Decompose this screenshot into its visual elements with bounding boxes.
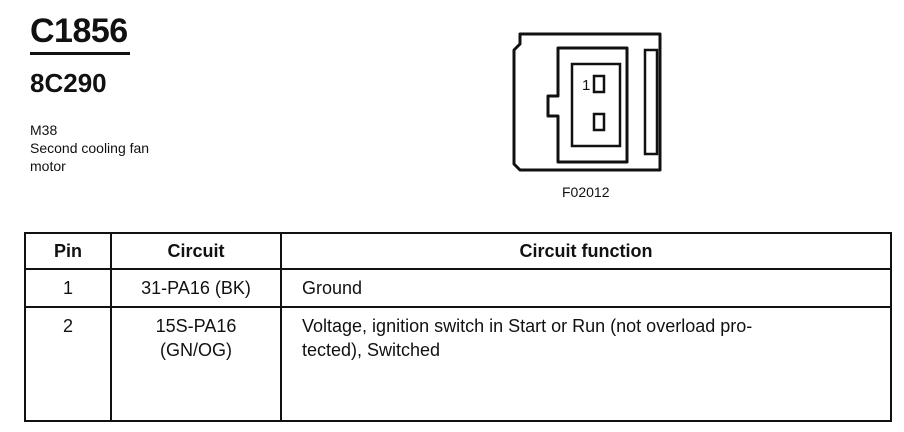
pin-number: 1 — [24, 268, 112, 308]
circuit-line: (GN/OG) — [160, 340, 232, 360]
table-row: 2 15S-PA16 (GN/OG) Voltage, ignition swi… — [24, 306, 892, 422]
header-circuit: Circuit — [110, 232, 282, 270]
connector-latch-rail — [643, 48, 659, 156]
connector-id-underline — [30, 52, 130, 55]
pin-table: Pin Circuit Circuit function 1 31-PA16 (… — [24, 232, 892, 422]
pin-number: 2 — [24, 306, 112, 422]
connector-diagram: 1 — [500, 28, 680, 178]
circuit-function: Ground — [280, 268, 892, 308]
table-header-row: Pin Circuit Circuit function — [24, 232, 892, 270]
description-line-2: motor — [30, 158, 66, 174]
part-number: 8C290 — [30, 68, 107, 98]
location-code: M38 — [30, 122, 58, 138]
function-line: Voltage, ignition switch in Start or Run… — [302, 316, 753, 336]
circuit-line: 15S-PA16 — [155, 316, 237, 336]
table-row: 1 31-PA16 (BK) Ground — [24, 268, 892, 308]
function-line: Ground — [302, 278, 363, 298]
pin-1-terminal — [592, 74, 606, 94]
circuit-line: 31-PA16 (BK) — [141, 278, 251, 298]
function-line: tected), Switched — [302, 340, 441, 360]
figure-id: F02012 — [562, 184, 610, 200]
circuit-code: 15S-PA16 (GN/OG) — [110, 306, 282, 422]
connector-housing-outline — [512, 32, 662, 172]
circuit-code: 31-PA16 (BK) — [110, 268, 282, 308]
terminal-block — [570, 62, 622, 148]
circuit-function: Voltage, ignition switch in Start or Run… — [280, 306, 892, 422]
pin-1-label: 1 — [582, 77, 590, 94]
connector-id: C1856 — [30, 12, 128, 50]
header-pin: Pin — [24, 232, 112, 270]
description-line-1: Second cooling fan — [30, 140, 150, 156]
pin-2-terminal — [592, 112, 606, 132]
connector-cavity — [546, 46, 629, 164]
header-circuit-function: Circuit function — [280, 232, 892, 270]
connector-description: M38 Second cooling fan motor — [30, 121, 210, 175]
connector-face-drawing: 1 — [512, 32, 662, 172]
